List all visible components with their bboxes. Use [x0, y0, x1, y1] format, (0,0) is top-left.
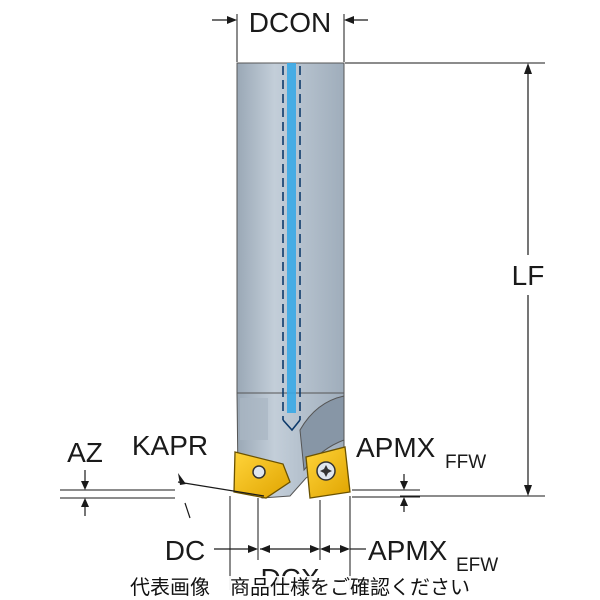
- dc-arrowhead-left: [248, 545, 258, 553]
- dcon-arrowhead-right: [344, 16, 354, 24]
- apmx-ffw-arrowhead-bottom: [400, 497, 408, 506]
- az-label: AZ: [67, 437, 103, 468]
- lf-label: LF: [512, 260, 545, 291]
- coolant-outlet: [282, 419, 301, 432]
- az-tick-right: [184, 502, 191, 519]
- coolant-channel: [287, 63, 296, 413]
- lf-arrowhead-top: [524, 63, 532, 74]
- lf-arrowhead-bottom: [524, 485, 532, 496]
- caption-text: 代表画像 商品仕様をご確認ください: [130, 576, 470, 599]
- apmx-efw-label: APMX: [368, 535, 448, 566]
- apmx-efw-arrowhead-left: [320, 545, 330, 553]
- apmx-ffw-subscript: FFW: [445, 452, 486, 473]
- apmx-ffw-arrowhead-top: [400, 481, 408, 490]
- az-arrowhead-bottom: [81, 498, 89, 507]
- az-arrowhead-top: [81, 481, 89, 490]
- torx-icon: [320, 465, 332, 477]
- apmx-efw-arrowhead-right: [340, 545, 350, 553]
- dcon-arrowhead-left: [227, 16, 237, 24]
- dc-arrowhead-right: [260, 545, 270, 553]
- dc-arrowhead-end: [310, 545, 320, 553]
- dc-label: DC: [165, 535, 205, 566]
- kapr-ray: [177, 481, 265, 497]
- kapr-label: KAPR: [132, 430, 208, 461]
- kapr-arrow: [178, 473, 186, 485]
- left-insert-screw-icon: [252, 465, 266, 479]
- apmx-ffw-label: APMX: [356, 432, 436, 463]
- caption-background: [128, 576, 473, 600]
- dcon-label: DCON: [249, 7, 331, 38]
- flute-shading: [240, 398, 268, 440]
- apmx-efw-subscript: EFW: [456, 555, 498, 576]
